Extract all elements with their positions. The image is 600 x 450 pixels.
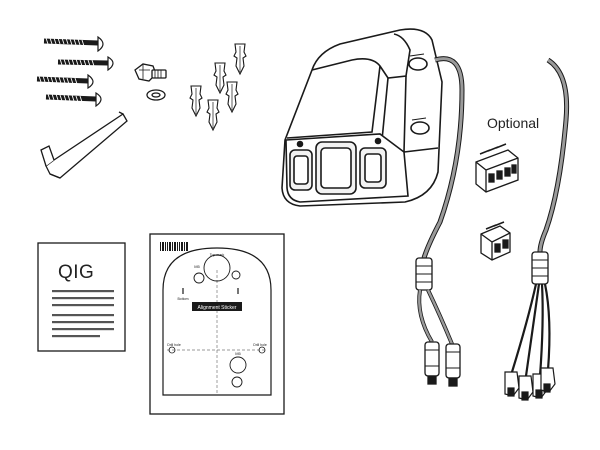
sticker-right-label: Drill hole — [253, 343, 267, 347]
rj45-plug-2 — [445, 343, 461, 387]
sticker-top-label: Top mark — [210, 253, 225, 257]
cable-connector-right — [531, 251, 549, 285]
hex-bolt — [134, 63, 167, 82]
pigtail-plugs — [504, 367, 556, 401]
hex-key — [40, 111, 128, 179]
qig-booklet — [37, 242, 126, 352]
washer — [146, 89, 166, 101]
camera-housing — [281, 28, 443, 207]
screw-3 — [36, 73, 94, 90]
cable-right — [504, 57, 570, 401]
cable-connector-left — [415, 257, 433, 291]
rj45-plug-1 — [424, 341, 440, 385]
screw-2 — [57, 55, 114, 72]
barcode — [160, 242, 188, 251]
qig-title: QIG — [58, 262, 95, 283]
cable-left — [415, 56, 465, 387]
sticker-m5-top: M5 — [194, 264, 200, 269]
sticker-bottom-label: Bottom — [177, 297, 188, 301]
alignment-sticker-label: Alignment Sticker — [198, 305, 237, 311]
screw-1 — [43, 35, 104, 53]
optional-label: Optional — [487, 115, 540, 131]
screw-set — [36, 35, 114, 108]
sticker-left-label: Drill hole — [167, 343, 181, 347]
terminal-block-4pin — [475, 143, 519, 193]
wall-anchors — [189, 43, 247, 132]
alignment-sticker: Alignment Sticker M5 Top mark Bottom M5 … — [149, 233, 285, 415]
screw-4 — [45, 91, 102, 108]
sticker-m5-bottom: M5 — [235, 351, 241, 356]
terminal-block-2pin — [480, 221, 511, 261]
